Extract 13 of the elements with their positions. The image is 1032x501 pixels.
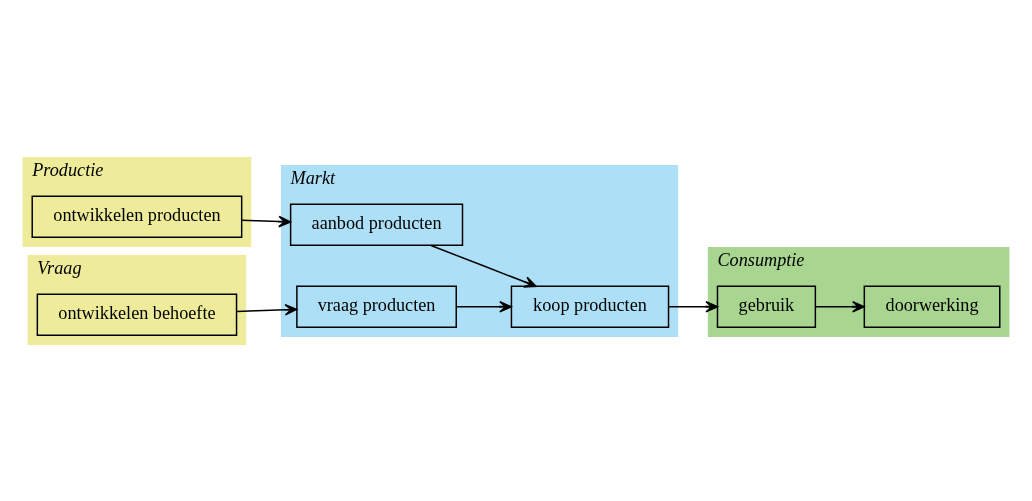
node-box: aanbod producten <box>289 203 464 246</box>
node-box: ontwikkelen behoefte <box>36 293 238 336</box>
arrow <box>235 303 298 316</box>
arrow <box>668 300 719 313</box>
node-box: doorwerking <box>863 285 1001 328</box>
node-box: ontwikkelen producten <box>31 195 243 238</box>
arrow <box>430 244 537 288</box>
arrow <box>814 300 865 313</box>
node-box: vraag producten <box>296 285 457 328</box>
arrow <box>241 215 292 227</box>
arrow <box>455 300 512 313</box>
node-box: koop producten <box>510 285 670 328</box>
node-box: gebruik <box>716 285 817 328</box>
